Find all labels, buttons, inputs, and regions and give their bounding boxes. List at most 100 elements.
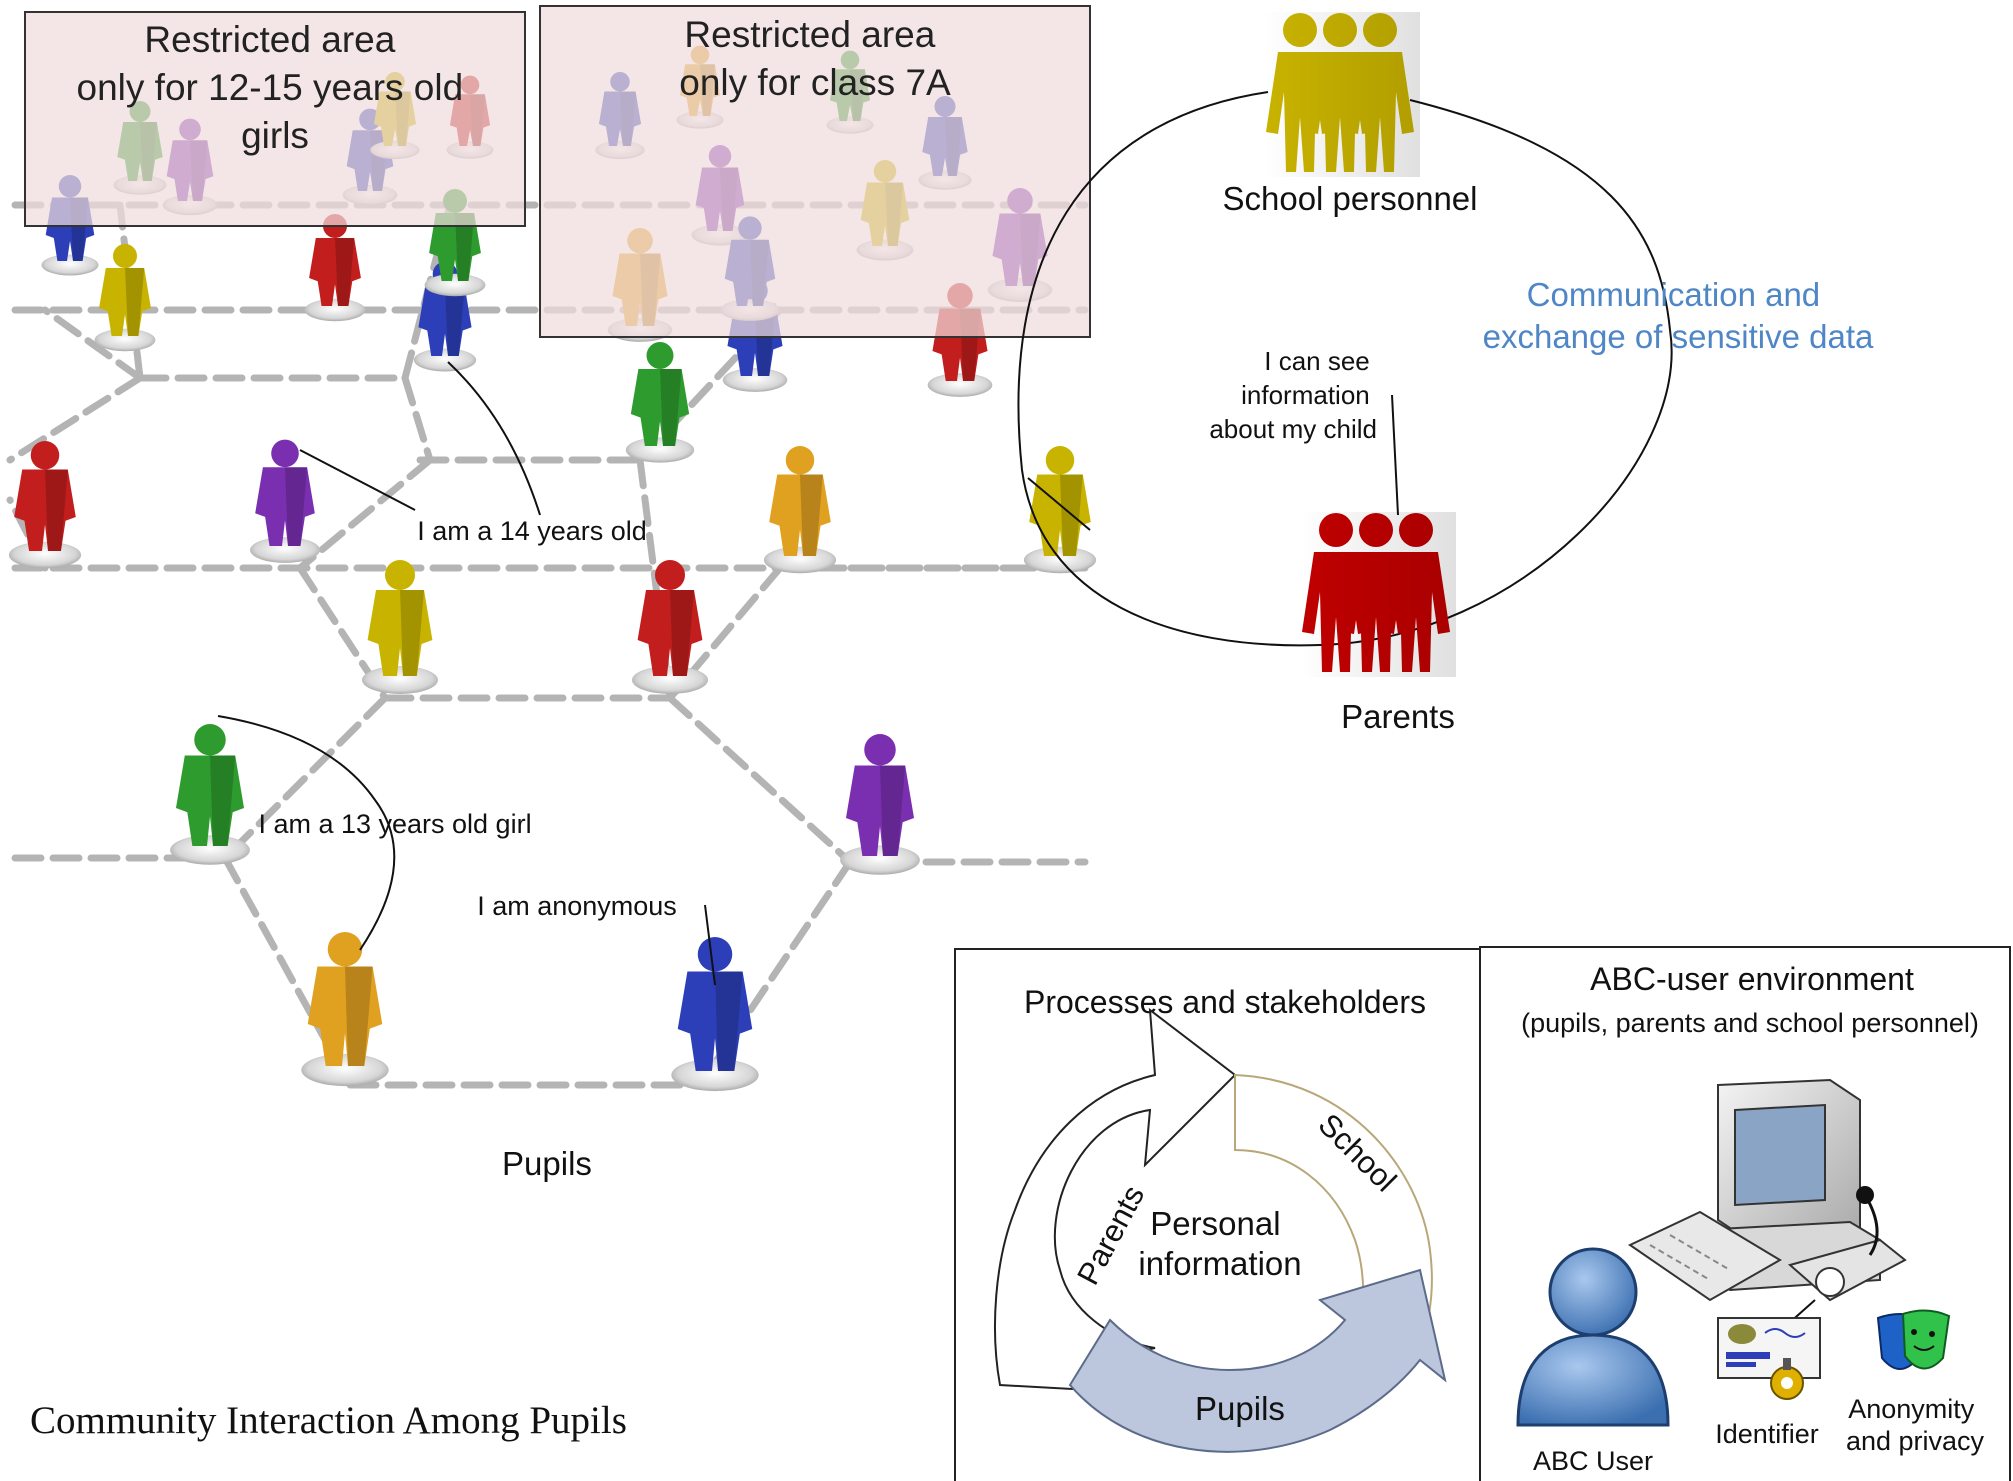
school-personnel-icon [1264,12,1420,177]
restricted-area-1: Restricted area only for 12-15 years old… [24,11,526,227]
restricted-area-2: Restricted area only for class 7A [539,5,1091,338]
pupil-body [429,213,481,281]
pupil-base [632,666,708,694]
pupil-body [307,966,383,1066]
pupil-head [646,342,674,369]
callout-anonymous: I am anonymous [477,891,677,921]
pupil-body [14,469,76,551]
pupil-figure [625,342,695,463]
pupil-head [864,734,896,766]
pupil-base [170,835,250,865]
community-network: Restricted area only for 12-15 years old… [6,5,1097,1442]
pupil-base [625,437,695,463]
pupils-arrow [1068,1268,1447,1453]
pupil-figure [8,441,82,569]
pupil-base [927,373,993,397]
restricted-area-2-line-1: Restricted area [684,14,935,55]
pupil-base [304,298,366,322]
pupil-body [367,590,433,676]
pupil-head [327,932,363,967]
pupil-head [194,724,226,756]
pupil-figure [94,244,156,352]
environment-panel: ABC-user environment (pupils, parents an… [1479,946,2011,1481]
communication-label: Communication and exchange of sensitive … [1483,276,1874,355]
pupil-base [671,1058,759,1092]
pupil-head [1045,446,1075,475]
network-links [6,201,1089,1089]
pupil-head [697,937,733,972]
pupil-figure [840,734,920,875]
pupil-body [637,590,703,676]
pupil-base [8,541,82,569]
anonymity-label: Anonymity and privacy [1846,1394,1985,1456]
pupil-shade [210,755,236,846]
school-personnel-label: School personnel [1222,180,1477,217]
identifier-label: Identifier [1715,1419,1819,1449]
pupil-body [630,369,690,446]
environment-subtitle: (pupils, parents and school personnel) [1521,1008,1979,1038]
pupil-base [413,348,477,372]
pupil-base [424,273,486,297]
pupil-shade [715,971,743,1071]
pupil-body [677,971,753,1071]
pupil-figure [362,560,438,694]
parents-icon [1300,512,1456,677]
pupil-head [30,441,60,470]
pupil-figure [763,446,837,574]
pupil-shade [445,286,465,356]
pupil-body [418,286,472,356]
pupil-figure [250,439,320,563]
pupil-base [763,546,837,574]
svg-text:Restricted area only f: Restricted area only for 12-15 years old… [77,19,474,156]
pupil-body [255,467,315,546]
pupil-shade [285,467,308,546]
pupil-figure [671,937,759,1092]
pupil-base [301,1053,389,1087]
pupil-shade [45,469,68,551]
computer-icon [1627,1078,1907,1341]
pupil-base [722,368,788,392]
pupil-base [840,845,920,875]
pupil-figure [301,932,389,1087]
pupil-figure [632,560,708,694]
pupil-shade [345,966,373,1066]
processes-panel: Processes and stakeholders Parents Schoo… [954,948,1481,1481]
pupil-body [99,268,151,336]
environment-title: ABC-user environment [1590,961,1914,997]
pupil-head [385,560,415,590]
pupil-body [309,238,361,306]
pupil-head [271,439,299,468]
parent-callout: I can see information about my child [1209,346,1377,444]
abc-user-icon [1516,1247,1670,1427]
parents-arrow [994,1007,1237,1392]
stakeholder-communication: School personnel Communication and excha… [1017,12,1874,735]
pupil-head [785,446,815,475]
pupil-body [175,755,245,846]
parents-label: Parents [1341,698,1455,735]
restricted-area-2-line-2: only for class 7A [679,62,951,103]
pupil-body [769,474,831,556]
pupil-base [94,328,156,352]
pupils-arrow-label: Pupils [1195,1390,1285,1427]
identifier-icon [1717,1317,1821,1400]
pupil-head [655,560,685,590]
abc-user-label: ABC User [1533,1446,1653,1476]
pupil-shade [880,765,906,856]
pupil-shade [455,213,475,281]
pupil-shade [800,474,823,556]
svg-text:Restricted area only f: Restricted area only for class 7A [679,14,951,103]
pupil-base [362,666,438,694]
personal-information-label: Personal information [1138,1205,1301,1282]
pupil-figure [304,214,366,322]
restricted-area-1-line-3: girls [241,115,309,156]
anonymity-masks-icon [1876,1309,1951,1370]
restricted-area-1-line-2: only for 12-15 years old [77,67,464,108]
pupil-body [845,765,915,856]
callout-13-years-girl: I am a 13 years old girl [258,809,531,839]
pupil-base [250,537,320,563]
network-caption: Community Interaction Among Pupils [30,1399,627,1442]
pupil-shade [670,590,694,676]
callout-leaders [217,361,716,986]
pupil-figure [1023,446,1097,574]
